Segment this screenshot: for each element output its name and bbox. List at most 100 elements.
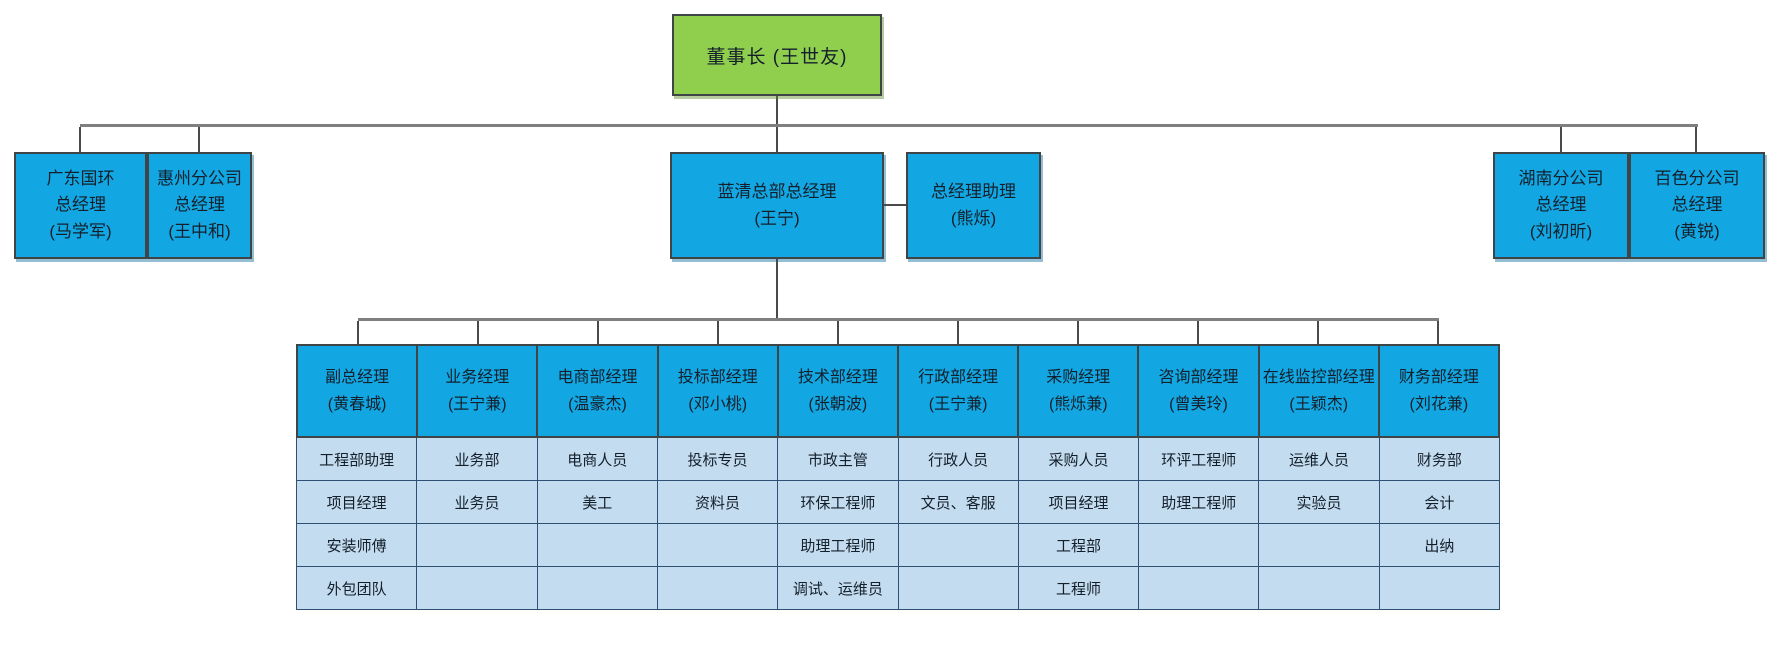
- staff-cell: [537, 567, 657, 609]
- staff-cell: 运维人员: [1259, 438, 1379, 480]
- connector-line: [837, 321, 839, 344]
- staff-cell: 安装师傅: [297, 524, 417, 566]
- staff-cell: [1259, 524, 1379, 566]
- department-manager-name: (王颖杰): [1289, 396, 1349, 413]
- department-head-technology: 技术部经理 (张朝波): [778, 346, 897, 436]
- department-header-row: 副总经理 (黄春城) 业务经理 (王宁兼) 电商部经理 (温豪杰) 投标部经理 …: [296, 344, 1500, 438]
- staff-cell: 市政主管: [778, 438, 898, 480]
- staff-cell: [417, 567, 537, 609]
- department-title: 技术部经理: [797, 368, 878, 386]
- connector-line: [1077, 321, 1079, 344]
- department-head-finance: 财务部经理 (刘花兼): [1379, 346, 1498, 436]
- staff-cell: [1379, 567, 1499, 609]
- executive-node-hunan-branch: 湖南分公司 总经理 (刘初昕): [1493, 152, 1629, 259]
- staff-cell: 业务员: [417, 481, 537, 523]
- department-title: 采购经理: [1046, 368, 1111, 386]
- executive-node-huizhou-branch: 惠州分公司 总经理 (王中和): [147, 152, 252, 259]
- department-table: 副总经理 (黄春城) 业务经理 (王宁兼) 电商部经理 (温豪杰) 投标部经理 …: [296, 344, 1500, 610]
- connector-line: [1437, 321, 1439, 344]
- executive-node-gm-assistant: 总经理助理 (熊烁): [906, 152, 1041, 259]
- executive-name: (熊烁): [950, 208, 997, 228]
- department-head-bidding: 投标部经理 (邓小桃): [658, 346, 777, 436]
- department-title: 在线监控部经理: [1262, 368, 1375, 386]
- staff-cell: 业务部: [417, 438, 537, 480]
- department-title: 投标部经理: [677, 368, 758, 386]
- connector-line: [776, 259, 778, 319]
- staff-cell: 工程部: [1018, 524, 1139, 566]
- staff-cell: [657, 567, 778, 609]
- staff-cell: 财务部: [1379, 438, 1499, 480]
- department-manager-name: (张朝波): [808, 396, 868, 413]
- executive-label: 总经理: [1535, 195, 1587, 215]
- staff-cell: [1139, 524, 1259, 566]
- department-head-deputy-gm: 副总经理 (黄春城): [298, 346, 417, 436]
- connector-line: [776, 127, 778, 152]
- staff-cell: 环保工程师: [778, 481, 898, 523]
- department-title: 副总经理: [325, 368, 390, 386]
- department-title: 财务部经理: [1398, 368, 1479, 386]
- connector-line: [1197, 321, 1199, 344]
- department-title: 业务经理: [445, 368, 510, 386]
- staff-cell: 出纳: [1379, 524, 1499, 566]
- department-head-business: 业务经理 (王宁兼): [418, 346, 537, 436]
- connector-line: [477, 321, 479, 344]
- connector-line: [884, 204, 906, 206]
- executive-node-lanqing-hq: 蓝清总部总经理 (王宁): [670, 152, 884, 259]
- department-manager-name: (温豪杰): [568, 396, 627, 413]
- staff-cell: 电商人员: [537, 438, 657, 480]
- department-head-procurement: 采购经理 (熊烁兼): [1019, 346, 1138, 436]
- staff-cell: 项目经理: [1018, 481, 1139, 523]
- staff-cell: [898, 524, 1018, 566]
- executive-label: 蓝清总部总经理: [717, 182, 837, 202]
- executive-label: 总经理: [1671, 195, 1723, 215]
- staff-cell: 资料员: [657, 481, 778, 523]
- connector-line: [357, 321, 359, 344]
- executive-label: 总经理: [55, 195, 106, 215]
- staff-cell: [1259, 567, 1379, 609]
- staff-cell: 会计: [1379, 481, 1499, 523]
- staff-cell: [537, 524, 657, 566]
- executive-label: 总经理助理: [931, 182, 1016, 202]
- staff-cell: 文员、客服: [898, 481, 1018, 523]
- department-head-consulting: 咨询部经理 (曾美玲): [1139, 346, 1258, 436]
- executive-label: 总经理: [174, 195, 225, 215]
- chairman-node: 董事长 (王世友): [672, 14, 882, 96]
- staff-cell: 助理工程师: [778, 524, 898, 566]
- staff-cell: [417, 524, 537, 566]
- connector-line: [957, 321, 959, 344]
- executive-label: 百色分公司: [1654, 168, 1740, 188]
- department-title: 行政部经理: [918, 368, 999, 386]
- connector-line: [597, 321, 599, 344]
- staff-cell: 工程部助理: [297, 438, 417, 480]
- department-manager-name: (刘花兼): [1409, 396, 1469, 413]
- staff-cell: 调试、运维员: [778, 567, 898, 609]
- staff-cell: 项目经理: [297, 481, 417, 523]
- executive-name: (王宁): [754, 208, 800, 228]
- executive-node-guangdong-guohuan: 广东国环 总经理 (马学军): [14, 152, 147, 259]
- connector-line: [776, 96, 778, 126]
- staff-grid: 工程部助理 业务部 电商人员 投标专员 市政主管 行政人员 采购人员 环评工程师…: [296, 438, 1500, 610]
- staff-cell: 实验员: [1259, 481, 1379, 523]
- department-title: 咨询部经理: [1158, 368, 1239, 386]
- department-manager-name: (熊烁兼): [1048, 396, 1108, 413]
- executive-label: 广东国环: [46, 168, 115, 188]
- staff-cell: [657, 524, 778, 566]
- department-title: 电商部经理: [557, 368, 638, 386]
- connector-line: [717, 321, 719, 344]
- executive-name: (刘初昕): [1529, 221, 1593, 241]
- chairman-label: 董事长 (王世友): [706, 46, 848, 68]
- executive-node-baise-branch: 百色分公司 总经理 (黄锐): [1629, 152, 1765, 259]
- department-manager-name: (曾美玲): [1169, 396, 1228, 413]
- department-head-ecommerce: 电商部经理 (温豪杰): [538, 346, 657, 436]
- executive-name: (王中和): [168, 221, 231, 241]
- department-head-admin: 行政部经理 (王宁兼): [898, 346, 1018, 436]
- department-manager-name: (王宁兼): [928, 396, 988, 413]
- staff-cell: 环评工程师: [1139, 438, 1259, 480]
- connector-rail: [80, 124, 1698, 127]
- department-manager-name: (王宁兼): [447, 396, 507, 413]
- staff-cell: [898, 567, 1018, 609]
- staff-cell: 行政人员: [898, 438, 1018, 480]
- executive-name: (马学军): [49, 221, 112, 241]
- connector-line: [1695, 127, 1697, 152]
